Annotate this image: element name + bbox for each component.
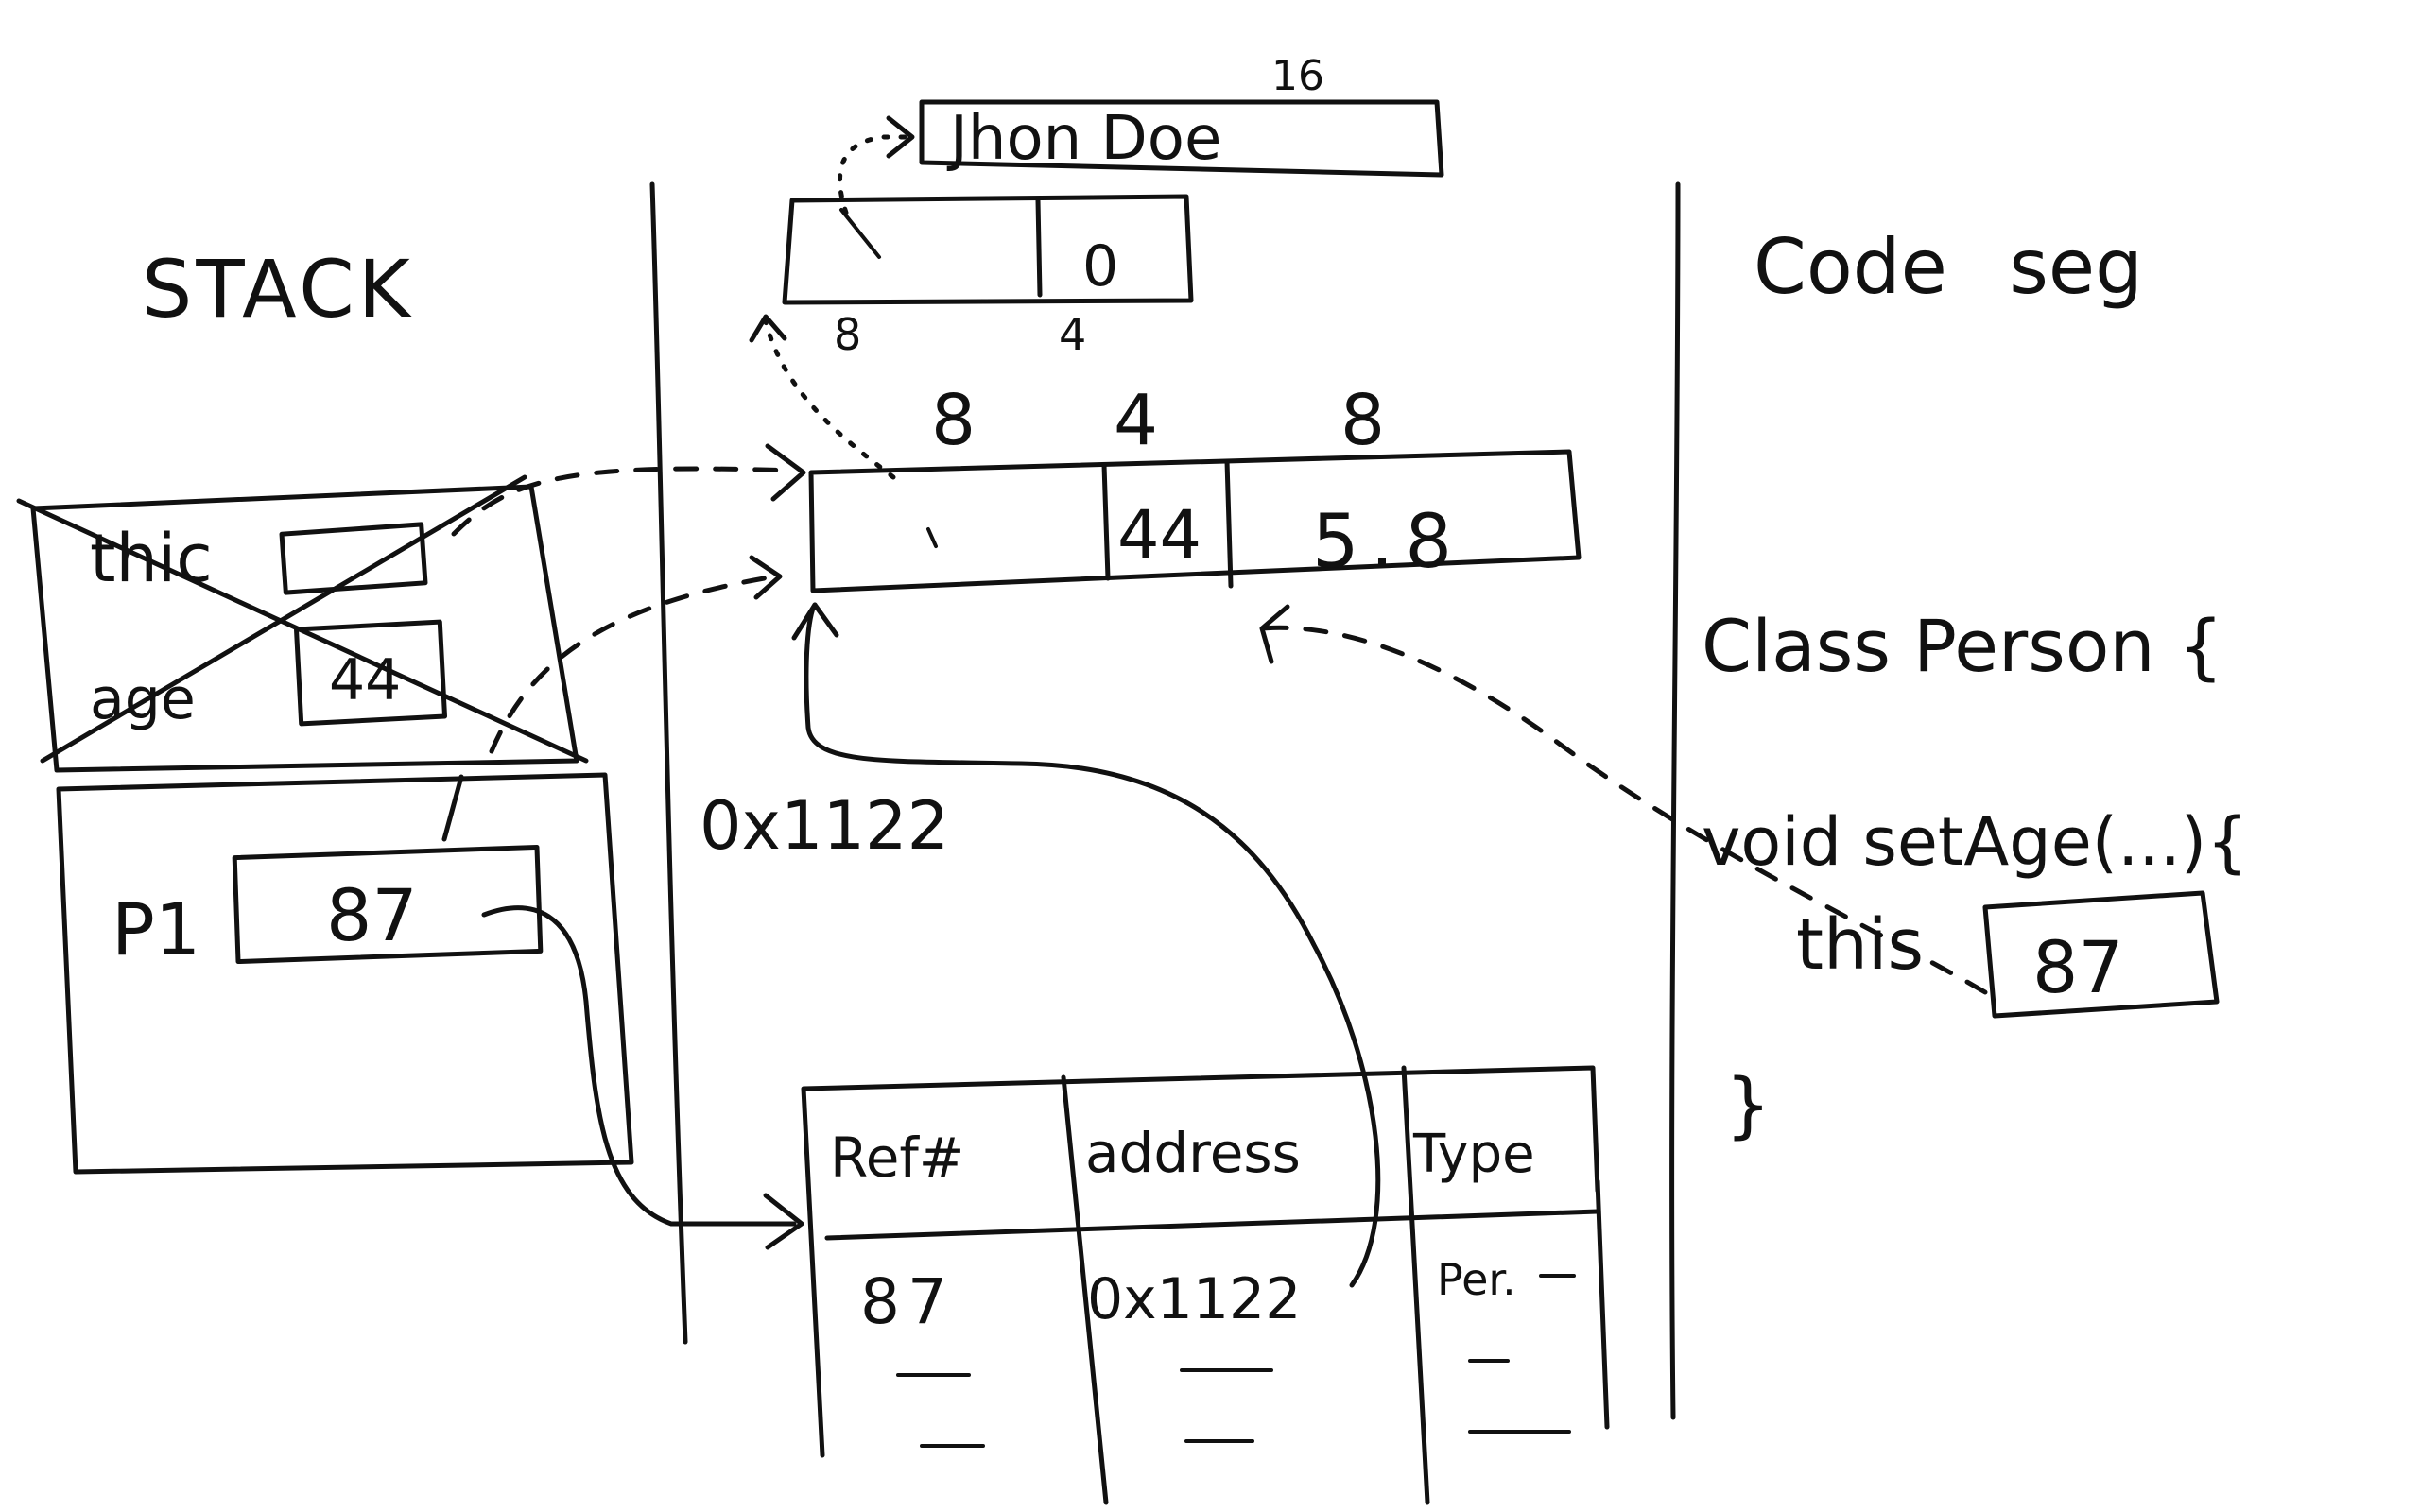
object-to-name-arrow [763,318,896,480]
heap-address-label: 0x1122 [700,787,949,865]
code-method-line: void setAge(...){ [1702,803,2249,881]
frame2-p1-value: 87 [326,873,418,957]
frame1-cross-line-b [40,474,527,764]
ref-address-to-object-arrowhead [791,602,839,641]
person-object-box [808,449,1582,593]
object-size-0: 8 [931,380,976,461]
ref-table-col-divider-1 [1061,1074,1109,1505]
person-height-value: 5.8 [1312,500,1463,585]
frame2-tick [441,774,464,842]
stack-title: STACK [142,243,414,335]
code-this-box [1982,890,2220,1019]
name-ref-left-size: 8 [834,309,861,360]
name-ref-tick [839,208,881,259]
ref-table-header-type: Type [1412,1124,1535,1185]
stack-frame-1 [30,484,579,773]
frame1-age-box [293,619,448,727]
ref-address-to-object-arrow [804,602,1381,1288]
ref-table-header-address: address [1085,1121,1301,1185]
this-pointer-dashed-arrow [451,466,797,537]
stack-frame-2 [56,772,634,1175]
this-pointer-arrowhead [765,443,806,502]
frame1-this-label: thic [90,520,213,597]
object-to-name-arrowhead [749,314,787,343]
name-pointer-arrowhead [886,115,915,159]
name-ref-box [782,194,1194,305]
frame2-p1-label: P1 [112,887,200,971]
object-size-1: 4 [1114,380,1158,461]
ref-table-col-divider-2 [1401,1065,1430,1505]
person-age-value: 44 [1117,496,1201,574]
this-to-object-dashed-arrow [1259,625,1988,995]
ref-table-empty-row-2 [920,1430,1571,1448]
ref-table-empty-row-1 [896,1359,1510,1377]
frame2-p1-box [232,844,544,965]
p1-to-ref-table-arrowhead [763,1193,804,1250]
frame1-this-box [279,522,428,595]
frame1-cross-line-a [16,498,589,764]
age-to-object-dashed-arrow [489,574,778,754]
name-ref-divider [1035,198,1043,298]
stack-heap-divider [649,181,688,1345]
name-pointer-arrow [838,134,910,215]
age-to-object-arrowhead [749,555,783,600]
ref-table-frame [801,1065,1610,1458]
name-string-size: 16 [1271,52,1324,100]
name-ref-right-value: 0 [1082,233,1118,300]
code-close-brace: } [1725,1062,1771,1146]
heap-code-divider [1669,181,1681,1420]
ref-table-header-line [824,1209,1600,1241]
person-object-divider-2 [1224,458,1234,589]
code-seg-title: Code seg [1754,223,2143,311]
name-string-box [919,99,1444,178]
person-object-tick [926,527,938,548]
code-this-value: 87 [2032,925,2124,1009]
code-this-label: this [1796,904,1924,986]
person-object-divider-1 [1101,462,1111,581]
code-class-line: Class Person { [1702,604,2223,688]
ref-table-header-ref: Ref# [830,1125,964,1190]
p1-to-ref-table-arrow [481,905,797,1227]
ref-table-cell-ref: 87 [860,1265,955,1338]
this-to-object-arrowhead [1259,604,1290,664]
name-string-value: Jhon Doe [946,104,1221,174]
ref-table-cell-address: 0x1122 [1087,1266,1301,1332]
ref-table-cell-type: Per. [1437,1254,1516,1305]
object-size-2: 8 [1340,380,1385,461]
name-ref-right-size: 4 [1059,309,1086,360]
